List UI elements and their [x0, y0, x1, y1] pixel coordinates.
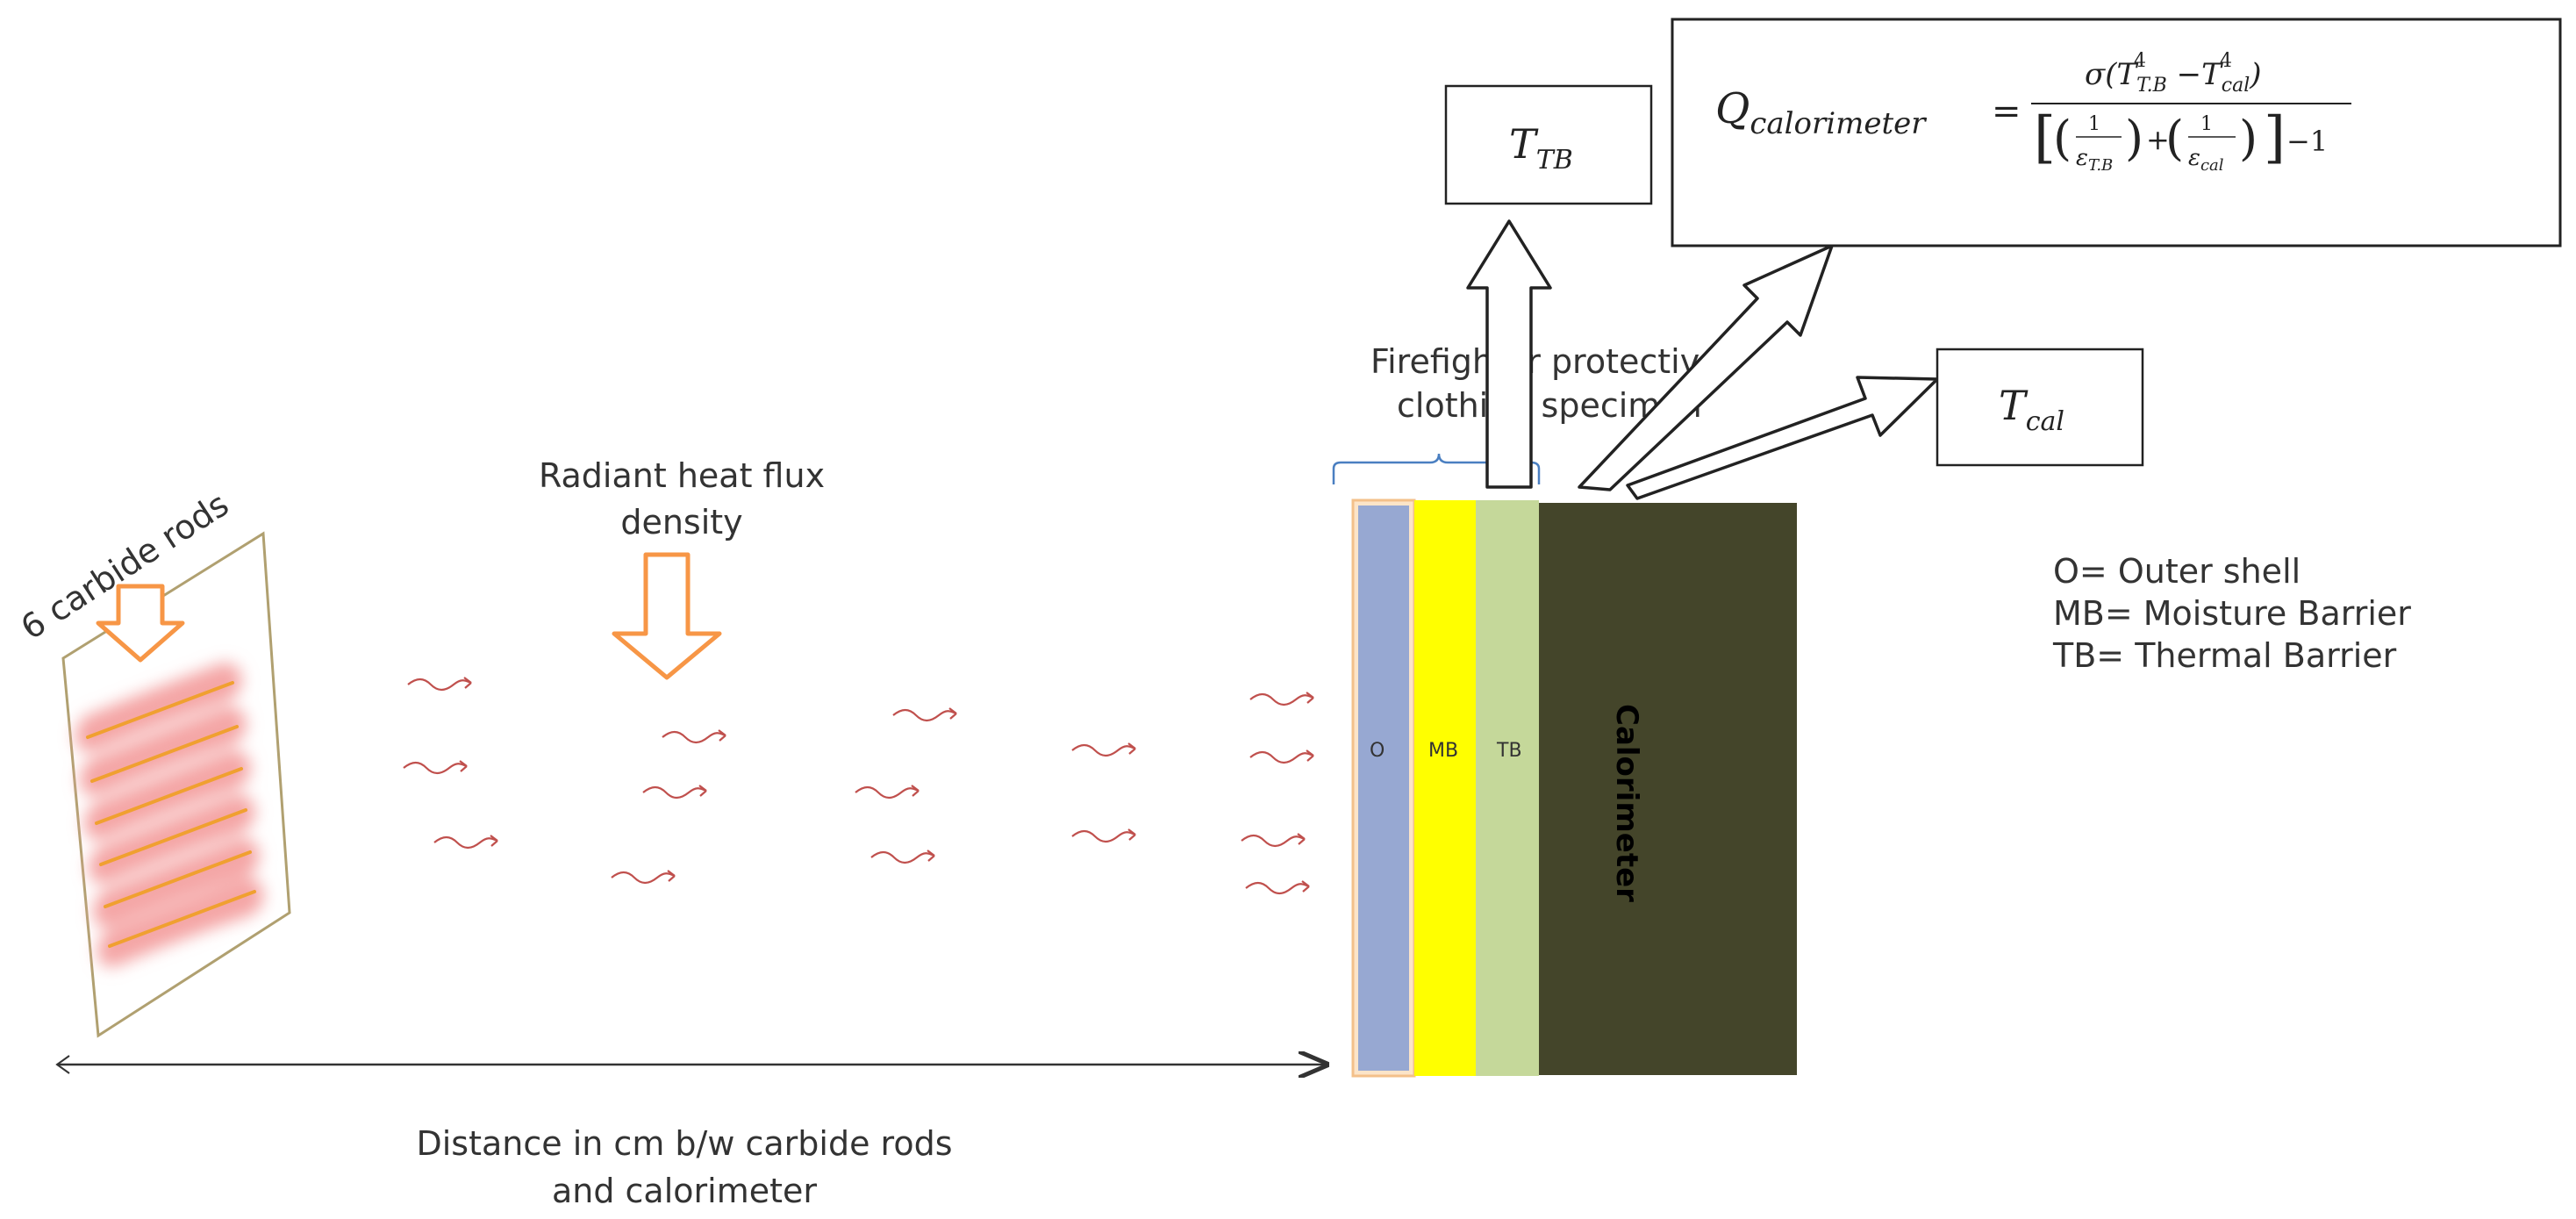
thermal-barrier-layer — [1476, 500, 1539, 1076]
formula-sigma: σ — [2085, 57, 2106, 92]
t-tb-box: TTB — [1444, 84, 1653, 205]
heat-wave — [407, 677, 472, 692]
carbide-rod — [95, 767, 243, 825]
arrow-to-t-cal — [1626, 376, 1939, 500]
formula-bracket-right: ] — [2264, 105, 2286, 170]
layer-label-tb: TB — [1496, 740, 1522, 762]
legend-item-thermal-barrier: TB= Thermal Barrier — [2052, 636, 2397, 675]
heat-wave — [870, 850, 935, 864]
distance-arrow-tail — [55, 1055, 70, 1074]
formula-paren-right-1: ) — [2125, 111, 2143, 166]
legend-item-outer-shell: O= Outer shell — [2053, 552, 2301, 591]
svg-text:TTB: TTB — [1509, 120, 1573, 176]
outer-shell-layer — [1358, 506, 1409, 1071]
calorimeter-label: Calorimeter — [1609, 704, 1644, 902]
legend: O= Outer shell MB= Moisture Barrier TB= … — [2052, 552, 2411, 675]
specimen-label-line1: Firefighter protective — [1370, 342, 1721, 381]
formula-paren-left-1: ( — [2053, 111, 2072, 166]
carbide-rod — [86, 681, 234, 739]
heater-panel: 6 carbide rods — [14, 484, 291, 1038]
svg-text:εcal: εcal — [2188, 145, 2224, 175]
t-cal-subscript: cal — [2026, 406, 2064, 437]
arrow-to-t-tb — [1466, 219, 1552, 489]
formula-plus: + — [2146, 123, 2170, 156]
heat-wave — [1249, 749, 1314, 764]
svg-text:σ(TT.B −Tcal): σ(TT.B −Tcal) — [2085, 57, 2262, 97]
svg-text:εT.B: εT.B — [2076, 145, 2113, 175]
heat-wave — [1249, 692, 1314, 706]
specimen: O MB TB Calorimeter — [1351, 498, 1797, 1078]
legend-item-moisture-barrier: MB= Moisture Barrier — [2053, 594, 2411, 633]
formula-t2-sub: cal — [2222, 75, 2250, 97]
heat-wave — [855, 785, 919, 800]
formula-lhs-subscript: calorimeter — [1750, 106, 1927, 141]
formula-one-1: 1 — [2088, 113, 2100, 135]
heater-down-arrow — [96, 584, 185, 663]
heat-wave — [1071, 828, 1136, 843]
formula-t1-sub: T.B — [2136, 75, 2167, 97]
formula-power-2: 4 — [2220, 50, 2232, 72]
heat-wave — [892, 707, 957, 722]
formula-box: Qcalorimeter = σ(TT.B −Tcal) 4 4 [ ( 1 ε… — [1671, 18, 2562, 247]
formula-power-1: 4 — [2134, 50, 2146, 72]
formula-equals: = — [1992, 91, 2021, 132]
carbide-rod — [104, 850, 252, 908]
formula-minus-one: −1 — [2286, 125, 2328, 158]
heat-wave — [1071, 742, 1136, 757]
heat-wave — [1245, 880, 1310, 895]
heat-wave — [611, 870, 676, 885]
moisture-barrier-layer — [1414, 500, 1476, 1076]
distance-label-line2: and calorimeter — [552, 1172, 817, 1210]
heater-frame — [61, 531, 291, 1038]
t-cal-box: Tcal — [1936, 348, 2144, 467]
svg-text:Qcalorimeter: Qcalorimeter — [1715, 84, 1927, 141]
formula-eps-2-sub: cal — [2200, 156, 2224, 175]
formula-paren-left-2: ( — [2165, 111, 2184, 166]
heat-wave — [1241, 833, 1306, 848]
formula-eps-2: ε — [2188, 145, 2200, 171]
formula-lhs-symbol: Q — [1715, 84, 1750, 133]
specimen-bracket — [1332, 453, 1541, 484]
t-cal-symbol: T — [1999, 382, 2029, 429]
formula-bracket-left: [ — [2034, 105, 2056, 170]
formula-eps-1-sub: T.B — [2088, 156, 2113, 175]
svg-text:Tcal: Tcal — [1999, 382, 2064, 437]
arrow-to-formula — [1578, 244, 1834, 491]
calorimeter-block — [1539, 503, 1797, 1075]
layer-label-mb: MB — [1428, 740, 1458, 762]
heat-wave — [433, 835, 498, 850]
heat-wave — [662, 729, 726, 744]
distance-label-line1: Distance in cm b/w carbide rods — [416, 1124, 952, 1163]
t-tb-symbol: T — [1509, 120, 1539, 168]
formula-paren-right-2: ) — [2239, 111, 2258, 166]
layer-label-o: O — [1370, 740, 1385, 762]
heat-wave — [642, 785, 707, 800]
carbide-rod — [108, 890, 256, 948]
carbide-rod — [90, 725, 239, 783]
carbide-rods — [86, 681, 256, 948]
heat-wave — [403, 760, 468, 775]
formula-eps-1: ε — [2076, 145, 2088, 171]
radiant-label-line1: Radiant heat flux — [539, 456, 825, 495]
formula-one-2: 1 — [2200, 113, 2213, 135]
t-tb-subscript: TB — [1536, 145, 1573, 176]
radiant-label-line2: density — [620, 503, 742, 541]
carbide-rod — [99, 808, 247, 866]
radiant-down-arrow — [612, 552, 722, 680]
